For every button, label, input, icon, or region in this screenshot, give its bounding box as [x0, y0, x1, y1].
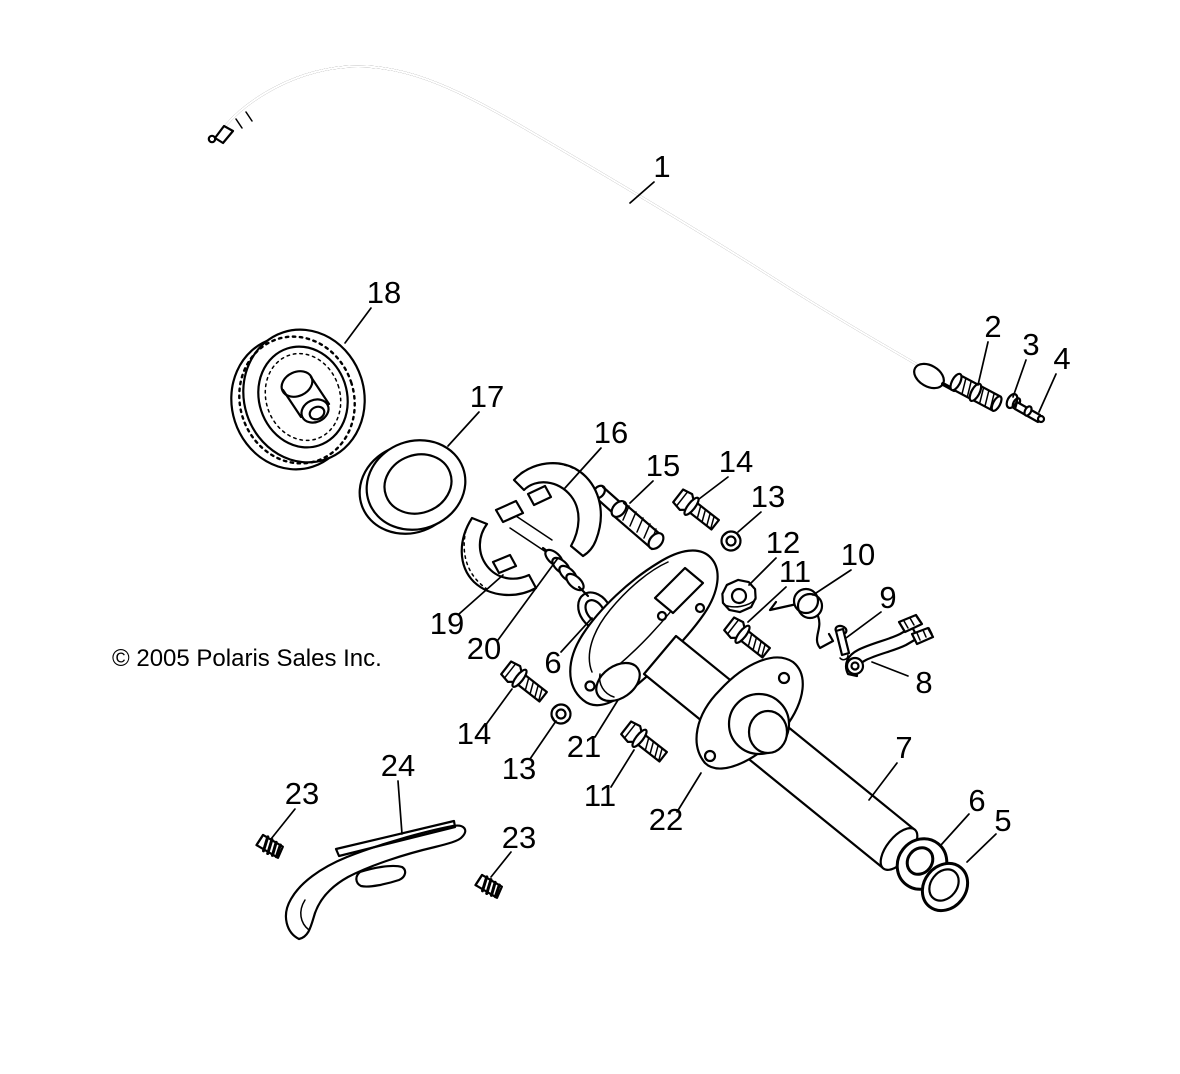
callout-17-label-20: 17: [470, 379, 504, 414]
callout-9-label-9: 9: [879, 580, 896, 615]
callout-21-leader-24: [594, 699, 619, 738]
callout-16-leader-19: [564, 447, 602, 489]
chain-slider-part: [284, 819, 467, 941]
callout-4-label-3: 4: [1053, 341, 1070, 376]
callout-22-label-25: 22: [649, 802, 683, 837]
callout-13-leader-14: [737, 511, 762, 533]
callout-23-leader-26: [270, 808, 296, 840]
callout-20-leader-23: [497, 557, 559, 641]
callout-7-leader-7: [868, 762, 898, 801]
end-seal-part: [920, 861, 970, 913]
flange-bolt-11-lower: [618, 718, 671, 767]
shoe-spring-part: [541, 546, 590, 598]
callout-1-label-0: 1: [653, 149, 670, 184]
callout-22-leader-25: [676, 772, 702, 813]
callout-13-label-14: 13: [751, 479, 785, 514]
callout-7-label-7: 7: [895, 730, 912, 765]
callout-8-leader-8: [871, 661, 909, 677]
callout-23-label-27: 23: [502, 820, 536, 855]
callout-2-label-1: 2: [984, 309, 1001, 344]
hex-nut-12-part: [721, 578, 757, 614]
callout-21-label-24: 21: [567, 729, 601, 764]
callout-3-label-2: 3: [1022, 327, 1039, 362]
bearing-boss-part: [595, 661, 641, 703]
brake-cable-part: [207, 65, 918, 366]
callout-12-leader-13: [748, 557, 777, 586]
callout-11-label-11: 11: [779, 554, 811, 589]
slider-screw-23-left: [254, 832, 287, 861]
callout-18-label-21: 18: [367, 275, 401, 310]
lock-nut-13-upper: [718, 528, 744, 554]
callout-23-label-26: 23: [285, 776, 319, 811]
return-spring-part: [768, 587, 835, 650]
callout-6-leader-6: [560, 617, 593, 653]
callout-11-leader-11: [747, 586, 787, 623]
callout-19-leader-22: [458, 574, 504, 615]
brake-drum-part: [230, 328, 366, 471]
clip-pin-part: [834, 624, 851, 661]
callout-2-leader-1: [977, 341, 989, 386]
slider-screw-23-right: [473, 872, 506, 901]
callout-23-leader-27: [490, 851, 512, 878]
callout-5-leader-4: [966, 833, 997, 863]
callout-18-leader-21: [344, 307, 372, 344]
callout-12-label-13: 12: [766, 525, 800, 560]
callout-3-leader-2: [1012, 359, 1027, 398]
callout-10-leader-10: [812, 569, 852, 596]
callout-24-leader-28: [397, 780, 403, 835]
callout-16-label-19: 16: [594, 415, 628, 450]
callout-5-label-4: 5: [994, 803, 1011, 838]
seal-ring-part: [358, 439, 467, 535]
callout-14-label-16: 14: [719, 444, 753, 479]
callout-6-label-6: 6: [544, 645, 561, 680]
flange-bolt-14-lower: [498, 658, 551, 707]
callout-14-leader-16: [698, 476, 729, 500]
callout-11-leader-12: [610, 749, 635, 788]
callout-17-leader-20: [447, 411, 480, 447]
flange-bolt-14-upper: [670, 486, 723, 535]
callout-14-leader-17: [484, 688, 513, 727]
callout-15-leader-18: [629, 480, 654, 504]
lock-nut-13-lower: [548, 701, 574, 727]
brake-shoes-part: [460, 462, 602, 597]
callout-6-leader-5: [940, 813, 970, 846]
callout-13-label-15: 13: [502, 751, 536, 786]
callout-11-label-12: 11: [584, 778, 616, 813]
axle-flange-part: [695, 656, 804, 770]
callout-8-label-8: 8: [915, 665, 932, 700]
callout-10-label-10: 10: [841, 537, 875, 572]
callout-13-leader-15: [529, 720, 557, 760]
callout-4-leader-3: [1038, 373, 1057, 413]
callout-1-leader-0: [629, 181, 655, 204]
callout-14-label-17: 14: [457, 716, 491, 751]
cable-end-rod-part: [1013, 400, 1046, 424]
callout-6-label-5: 6: [968, 783, 985, 818]
copyright-text: © 2005 Polaris Sales Inc.: [112, 645, 382, 672]
callout-20-label-23: 20: [467, 631, 501, 666]
brake-lever-part: [844, 613, 935, 678]
callout-9-leader-9: [845, 611, 882, 639]
callout-19-label-22: 19: [430, 606, 464, 641]
callout-15-label-18: 15: [646, 448, 680, 483]
cable-adjuster-part: [913, 362, 1046, 424]
pivot-stud-part: [591, 484, 665, 551]
callout-24-label-28: 24: [381, 748, 415, 783]
